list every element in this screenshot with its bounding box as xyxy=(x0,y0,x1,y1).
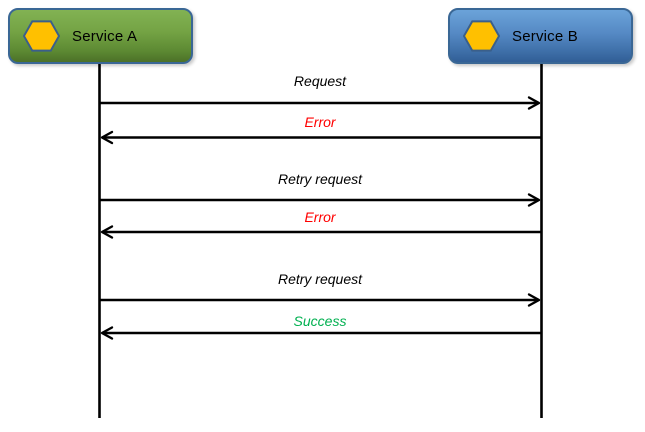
message-label-retry-2: Retry request xyxy=(277,271,363,287)
actor-service-a: Service A xyxy=(8,8,193,64)
message-label-retry-1: Retry request xyxy=(277,171,363,187)
actor-label-service-b: Service B xyxy=(512,27,578,45)
message-label-request: Request xyxy=(293,73,347,89)
message-label-error-2: Error xyxy=(304,209,336,225)
message-label-error-1: Error xyxy=(304,114,336,130)
message-label-success: Success xyxy=(293,313,347,329)
hexagon-icon xyxy=(463,20,500,52)
hexagon-icon xyxy=(23,20,60,52)
actor-label-service-a: Service A xyxy=(72,27,138,45)
actor-service-b: Service B xyxy=(448,8,633,64)
